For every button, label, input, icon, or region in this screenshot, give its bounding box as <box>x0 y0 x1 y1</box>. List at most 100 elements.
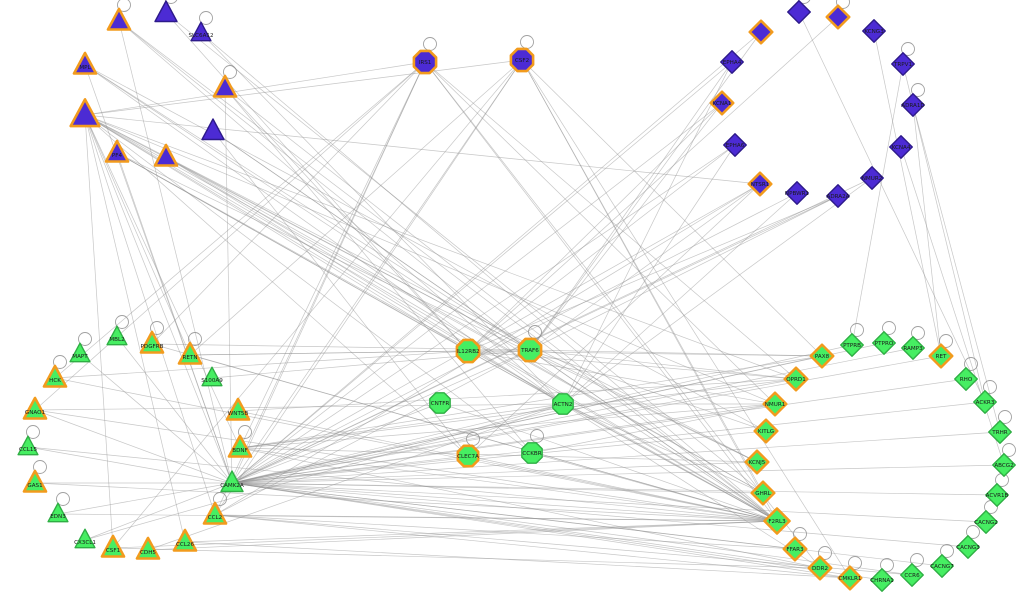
edge-pt9-go2 <box>165 156 531 351</box>
node-KCNJ5[interactable]: KCNJ5 <box>744 449 770 475</box>
edge-go2-gd1 <box>529 349 823 357</box>
node-MPL[interactable]: MPL <box>72 51 98 75</box>
node-KITLG[interactable]: KITLG <box>753 418 779 444</box>
diamond-shape <box>753 418 779 444</box>
node-TRHR[interactable]: TRHR <box>988 420 1012 444</box>
self-loop-CCL2 <box>213 492 227 506</box>
edge-po2-gd1 <box>521 59 823 357</box>
node-ADRA1D[interactable]: ADRA1D <box>901 93 925 117</box>
triangle-shape <box>106 7 132 31</box>
node-ABCG2[interactable]: ABCG2 <box>992 453 1016 477</box>
node-MBL2[interactable]: MBL2 <box>106 325 128 346</box>
node-OPRD1[interactable]: OPRD1 <box>783 366 809 392</box>
node-ACTN2[interactable]: ACTN2 <box>552 393 574 415</box>
node-EPHA6[interactable]: EPHA6 <box>723 133 747 157</box>
node-CCR6[interactable]: CCR6 <box>900 563 924 587</box>
node-PF4[interactable]: PF4 <box>104 139 130 163</box>
node-CACNG2[interactable]: CACNG2 <box>974 510 998 534</box>
node-IRS1[interactable]: IRS1 <box>412 49 438 75</box>
triangle-shape <box>201 118 225 141</box>
triangle-shape <box>47 502 69 523</box>
edge-gt14-gd22 <box>214 514 851 579</box>
node-ACVR1B[interactable]: ACVR1B <box>985 483 1009 507</box>
node-pd3[interactable] <box>825 4 851 30</box>
edge-pd13-go2 <box>529 195 839 351</box>
edge-po1-gd8 <box>424 61 776 405</box>
edge-gt17-gd16 <box>147 520 778 551</box>
node-CCKBR[interactable]: CCKBR <box>521 442 543 464</box>
diamond-shape <box>750 480 776 506</box>
edge-pt6-gd8 <box>84 114 776 405</box>
node-IL12RB2[interactable]: IL12RB2 <box>455 338 481 364</box>
edge-pt4-gd10 <box>84 64 767 432</box>
self-loop-CMKLR1 <box>848 556 862 570</box>
edge-gt7-go4 <box>34 403 564 411</box>
diamond-shape <box>809 343 835 369</box>
node-pd1[interactable] <box>748 19 774 45</box>
self-loop-pt5 <box>223 65 237 79</box>
node-pt2[interactable] <box>154 0 178 23</box>
node-CLEC7A[interactable]: CLEC7A <box>456 444 480 468</box>
node-pt9[interactable] <box>153 143 179 167</box>
node-CSF2[interactable]: CSF2 <box>509 47 535 73</box>
edge-gt13-gt12 <box>57 482 233 515</box>
node-CNTFR[interactable]: CNTFR <box>429 392 451 414</box>
node-RAMP3[interactable]: RAMP3 <box>901 336 925 360</box>
node-GAS1[interactable]: GAS1 <box>22 469 48 493</box>
node-NTSR1[interactable]: NTSR1 <box>747 171 773 197</box>
node-pt5[interactable] <box>212 74 238 98</box>
self-loop-MAPT <box>78 332 92 346</box>
edge-pd2-gd9 <box>798 11 986 403</box>
edge-pt6-go5 <box>84 114 469 457</box>
diamond-shape <box>901 336 925 360</box>
diamond-shape <box>973 390 997 414</box>
edge-pt1-go4 <box>118 20 564 405</box>
self-loop-TRHR <box>998 410 1012 424</box>
node-CX3CL1[interactable]: CX3CL1 <box>74 528 96 549</box>
node-RET[interactable]: RET <box>928 343 954 369</box>
edge-pd9-go1 <box>467 144 736 352</box>
node-CDH5[interactable]: CDH5 <box>135 536 161 560</box>
node-MAPT[interactable]: MAPT <box>69 342 91 363</box>
edge-pd6-gd9 <box>902 63 986 403</box>
node-KCNG3[interactable]: KCNG3 <box>862 19 886 43</box>
edge-pt6-gd14 <box>84 114 764 494</box>
node-pd2[interactable] <box>787 0 811 24</box>
node-TRAF6[interactable]: TRAF6 <box>517 337 543 363</box>
node-CACNG7[interactable]: CACNG7 <box>930 554 954 578</box>
octagon-shape <box>552 393 574 415</box>
node-CCL26[interactable]: CCL26 <box>172 528 198 552</box>
edge-go4-gt10 <box>239 403 564 449</box>
node-PTPRB[interactable]: PTPRB <box>840 333 864 357</box>
node-TRPV1[interactable]: TRPV1 <box>891 52 915 76</box>
node-CCL15[interactable]: CCL15 <box>17 435 39 456</box>
node-NMUR2[interactable]: NMUR2 <box>860 166 884 190</box>
edge-pd10-gd13 <box>900 146 1005 466</box>
diamond-shape <box>785 181 809 205</box>
edge-pt4-go2 <box>84 64 531 351</box>
node-PTPRO[interactable]: PTPRO <box>872 331 896 355</box>
edge-gt15-go4 <box>84 403 564 541</box>
node-ADRA2A[interactable]: ADRA2A <box>826 184 850 208</box>
node-CACNG3[interactable]: CACNG3 <box>956 535 980 559</box>
node-CCL2[interactable]: CCL2 <box>202 501 228 525</box>
node-pt6[interactable] <box>69 98 101 128</box>
triangle-shape <box>69 342 91 363</box>
diamond-shape <box>744 449 770 475</box>
edge-gt5-gd16 <box>54 377 778 522</box>
node-pt7[interactable] <box>201 118 225 141</box>
node-RETN[interactable]: RETN <box>177 341 203 365</box>
self-loop-MBL2 <box>115 315 129 329</box>
node-pt1[interactable] <box>106 7 132 31</box>
self-loop-ACKR3 <box>983 380 997 394</box>
node-KCNA4[interactable]: KCNA4 <box>889 135 913 159</box>
node-EPHA4[interactable]: EPHA4 <box>720 50 744 74</box>
node-ACKR3[interactable]: ACKR3 <box>973 390 997 414</box>
triangle-shape <box>154 0 178 23</box>
node-BDNF[interactable]: BDNF <box>227 434 253 458</box>
node-GNAO1[interactable]: GNAO1 <box>22 396 48 420</box>
node-HCK[interactable]: HCK <box>42 364 68 388</box>
diamond-shape <box>837 565 863 591</box>
node-SLC6A12[interactable]: SLC6A12 <box>188 21 214 42</box>
